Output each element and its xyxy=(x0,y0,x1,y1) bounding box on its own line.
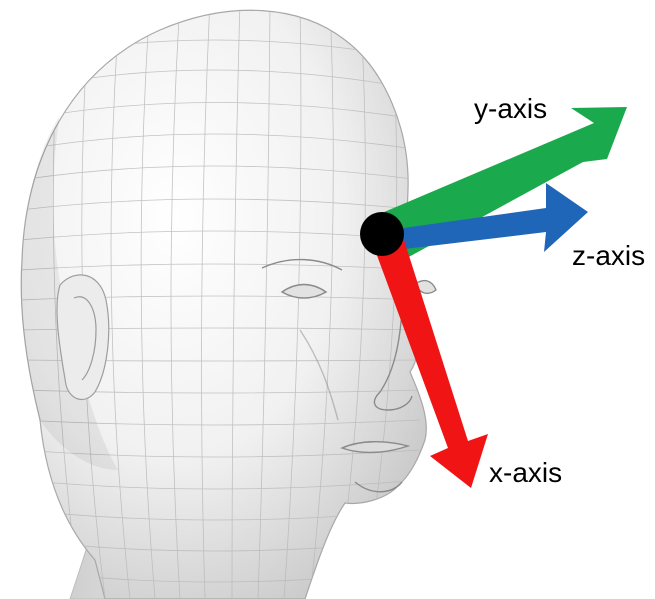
y-axis-label: y-axis xyxy=(474,93,548,124)
x-axis-label: x-axis xyxy=(489,457,563,488)
head-model xyxy=(20,9,437,599)
head-shadow xyxy=(21,115,118,470)
ear xyxy=(56,274,110,401)
chin xyxy=(354,481,403,493)
nose xyxy=(373,309,413,411)
brow xyxy=(261,258,343,271)
axis-arrows xyxy=(370,107,627,488)
x-axis-arrow xyxy=(375,240,488,488)
cheek-line xyxy=(299,329,339,421)
face-features xyxy=(261,258,437,493)
z-axis-label: z-axis xyxy=(572,240,646,271)
z-axis-arrow xyxy=(382,183,588,252)
origin-point xyxy=(360,212,404,256)
left-eye xyxy=(280,283,328,299)
lips xyxy=(340,441,411,454)
